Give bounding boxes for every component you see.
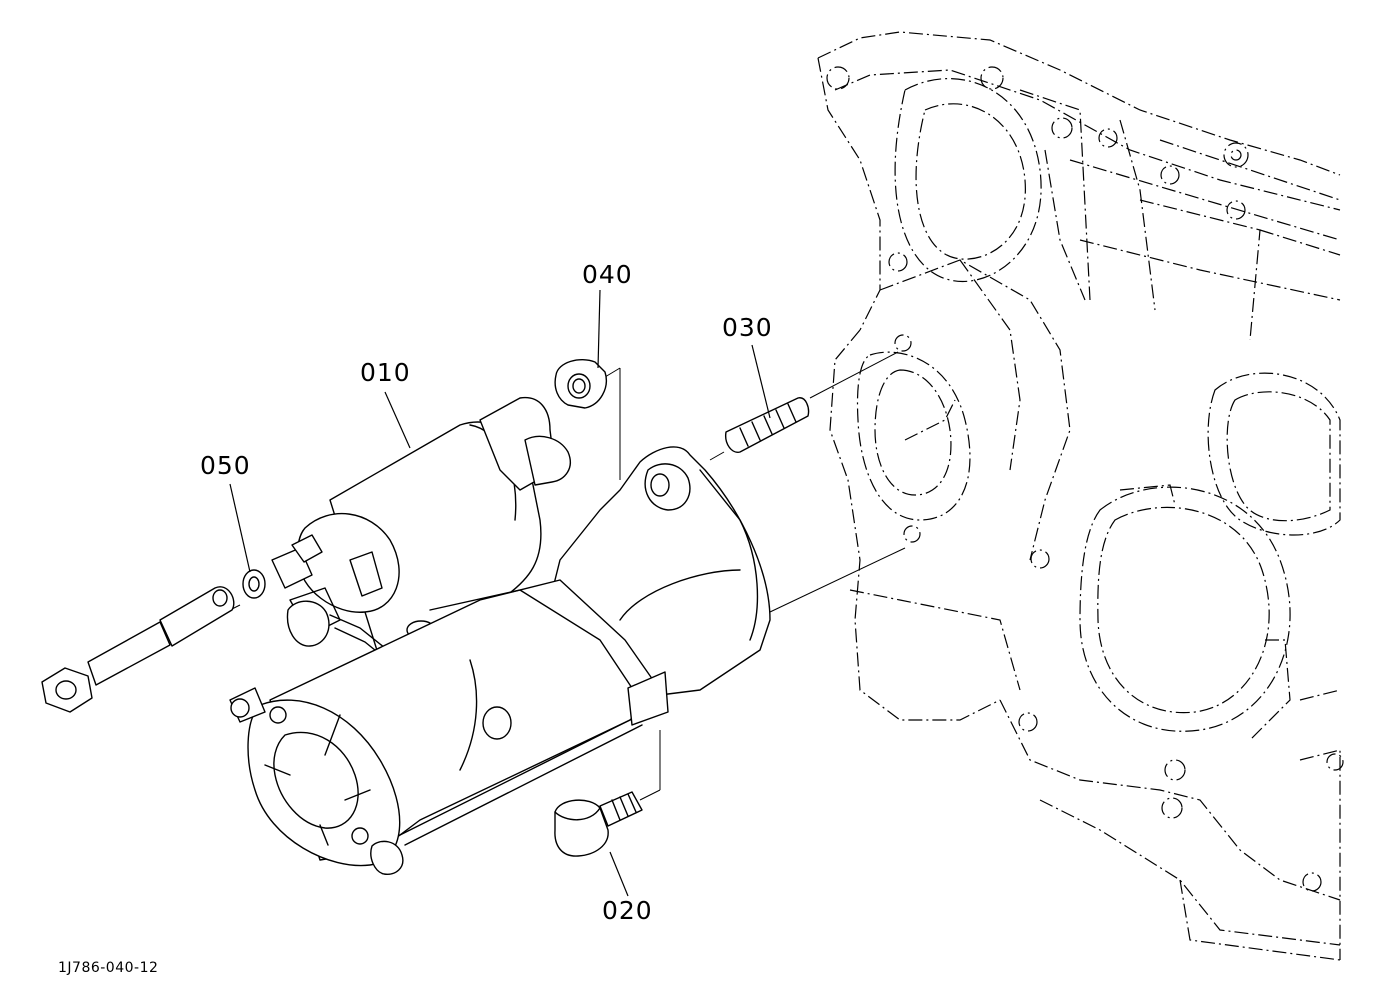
starter-motor-010 — [229, 396, 771, 875]
nut-040 — [554, 358, 607, 409]
callout-050: 050 — [200, 451, 251, 480]
callout-020: 020 — [602, 896, 653, 925]
washer-050 — [242, 569, 266, 599]
callout-040: 040 — [582, 260, 633, 289]
terminal-bolt — [41, 586, 235, 713]
callout-030: 030 — [722, 313, 773, 342]
drawing-reference-code: 1J786-040-12 — [58, 960, 159, 976]
stud-030 — [725, 397, 810, 453]
callout-010: 010 — [360, 358, 411, 387]
bolt-020 — [554, 791, 643, 857]
gear-case-housing — [817, 31, 1344, 961]
